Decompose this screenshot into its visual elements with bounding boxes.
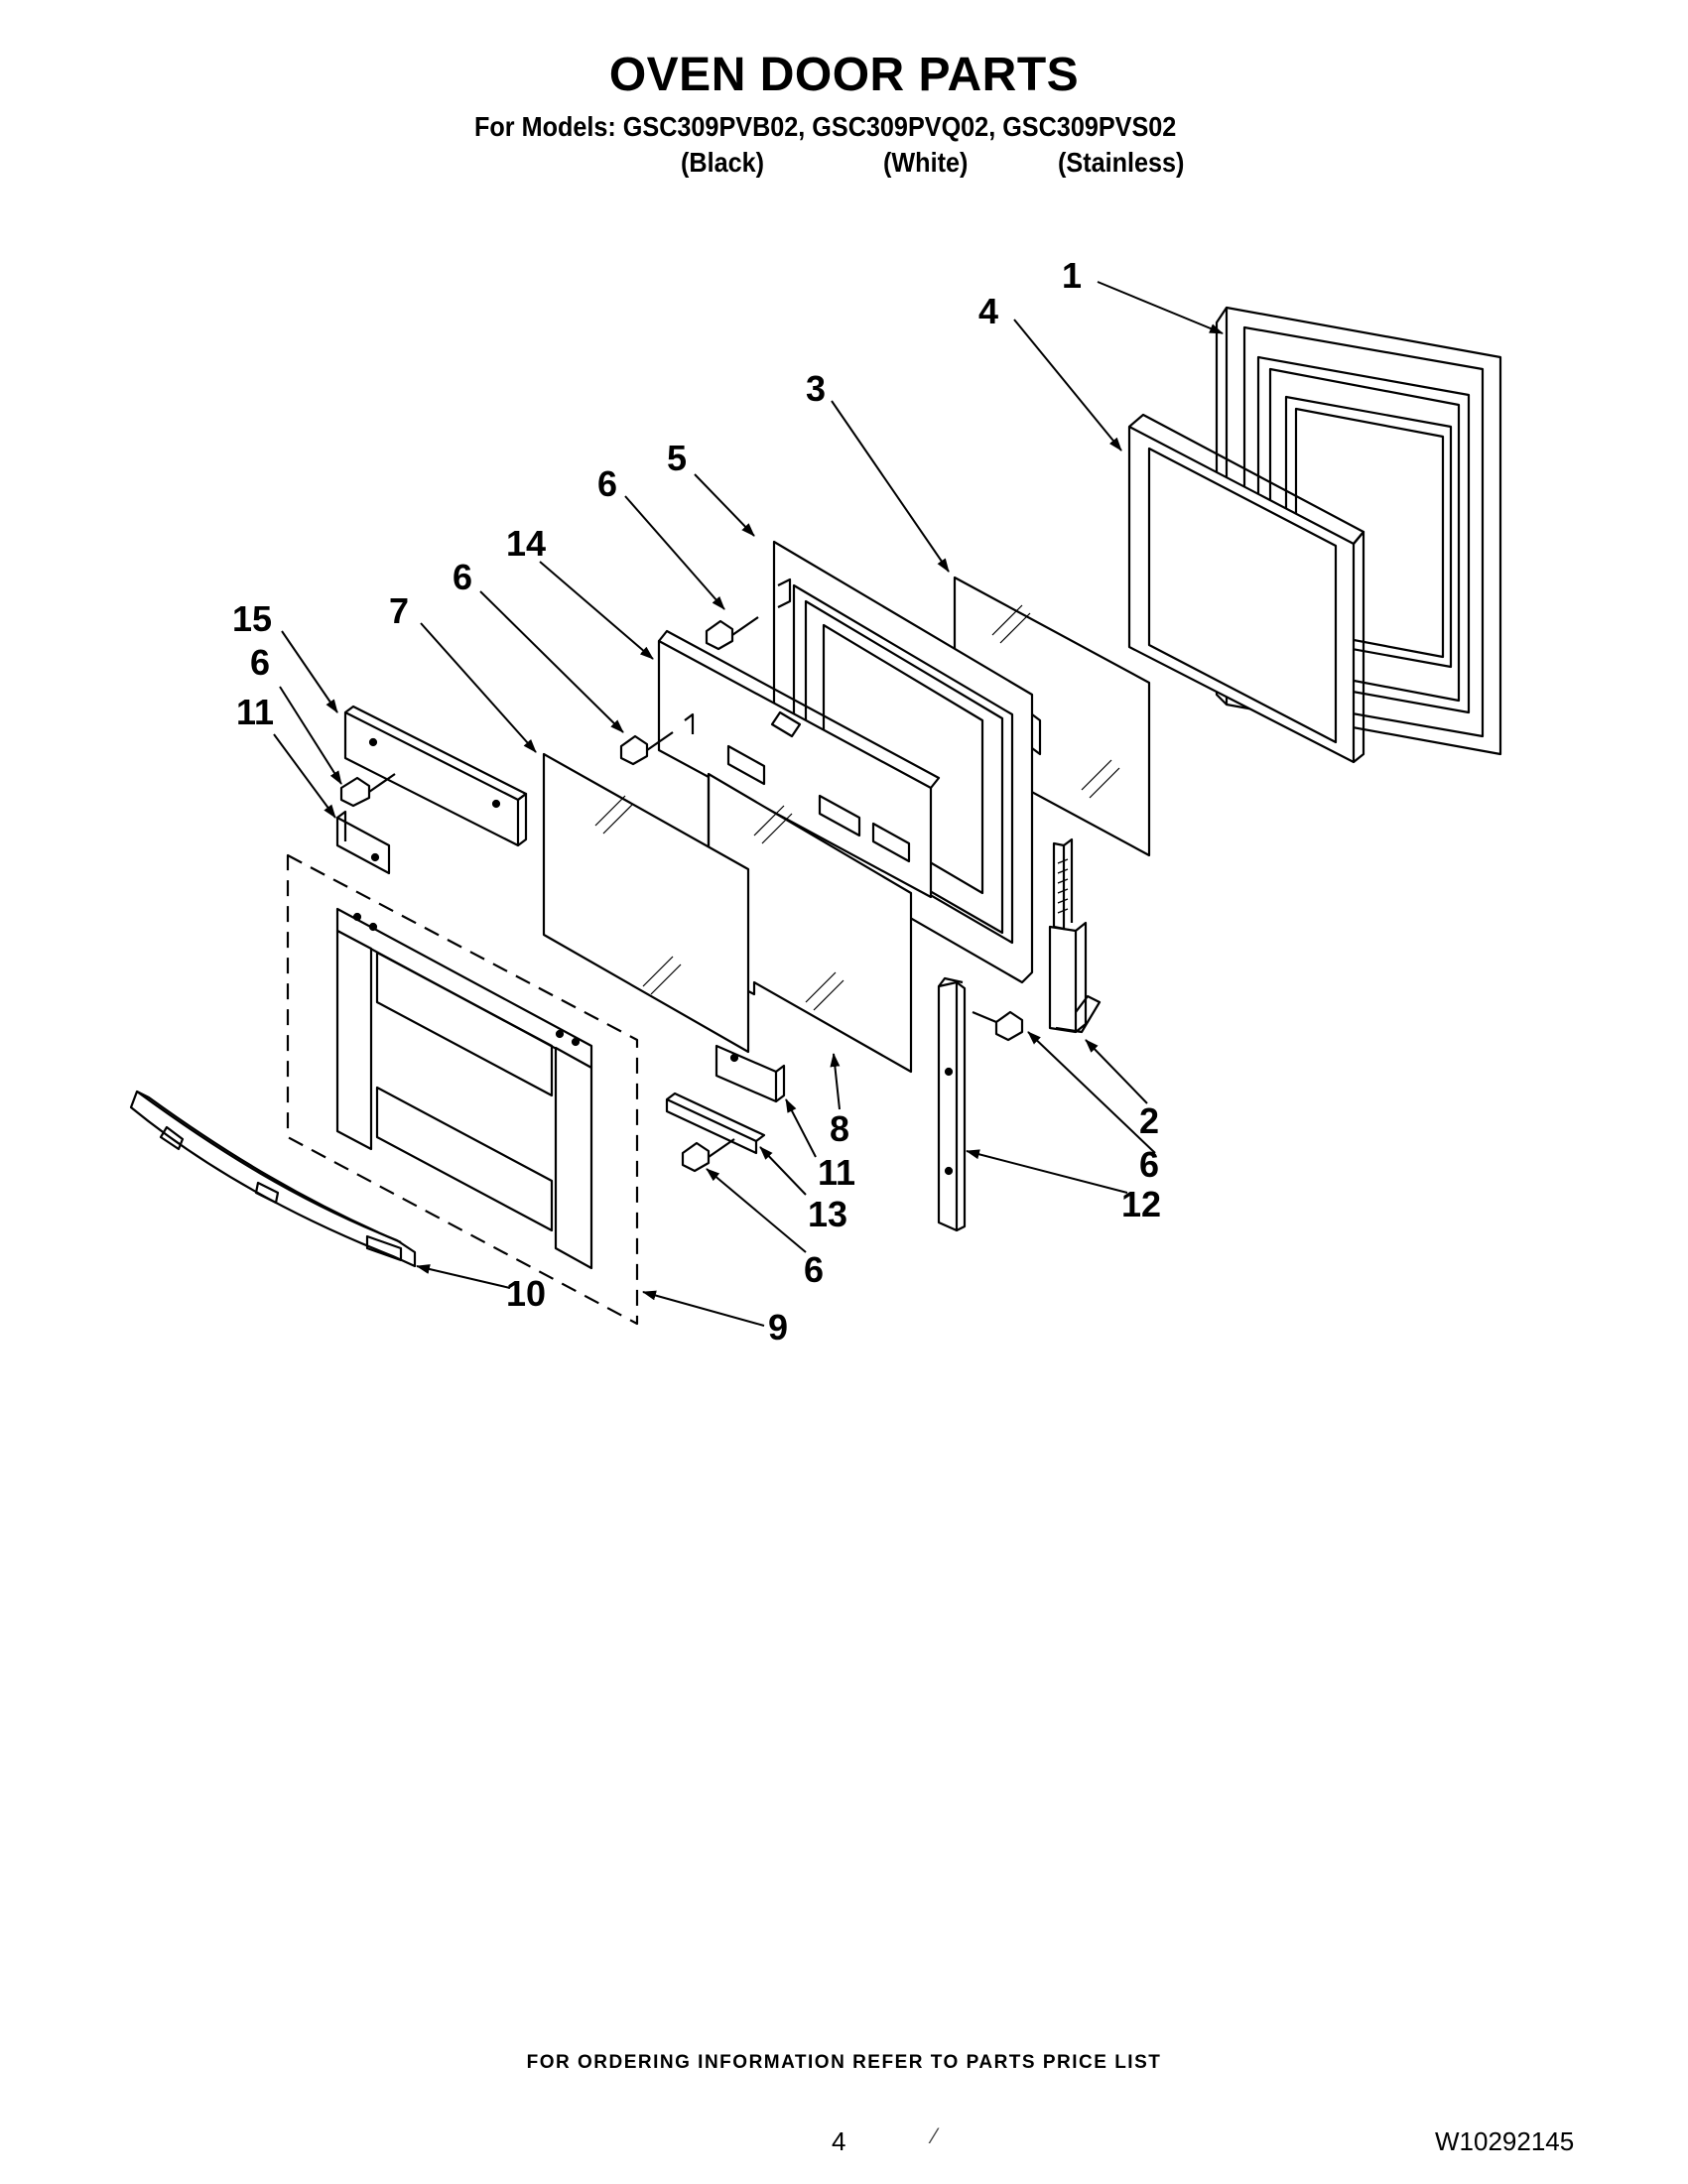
page-mark: ⁄	[933, 2123, 937, 2148]
part-12-hinge-rail	[937, 976, 967, 1232]
color-label-black: (Black)	[681, 147, 765, 178]
callout-6-lower: 6	[804, 1249, 824, 1290]
callout-13: 13	[808, 1194, 847, 1234]
part-14-heat-shield	[657, 629, 941, 899]
callout-4: 4	[978, 291, 998, 331]
callout-11-right: 11	[818, 1152, 855, 1193]
part-2-hinge	[1048, 837, 1102, 1034]
color-label-white: (White)	[883, 147, 969, 178]
callout-12: 12	[1121, 1184, 1161, 1224]
part-10-handle	[129, 1090, 417, 1268]
part-4-door-frame	[1127, 413, 1365, 764]
color-label-stainless: (Stainless)	[1058, 147, 1185, 178]
callout-7: 7	[389, 590, 409, 631]
callout-5: 5	[667, 438, 687, 478]
part-13-hinge-receiver	[665, 1092, 766, 1155]
callout-9: 9	[768, 1307, 788, 1348]
part-11-hinge-bracket-right	[714, 1044, 786, 1103]
callout-3: 3	[806, 368, 826, 409]
screw-lower-center	[681, 1138, 735, 1173]
screw-mid-left	[619, 731, 674, 766]
ordering-note: FOR ORDERING INFORMATION REFER TO PARTS …	[526, 2052, 1162, 2073]
part-11-hinge-bracket-left	[335, 810, 391, 875]
screw-upper-center	[705, 616, 759, 651]
callout-1: 1	[1062, 255, 1082, 296]
document-number: W10292145	[1435, 2126, 1575, 2156]
part-9-door-inner-frame	[335, 907, 593, 1270]
callout-2: 2	[1139, 1100, 1159, 1141]
callout-6-left: 6	[250, 642, 270, 683]
part-9-outer-door-dashed	[286, 853, 639, 1326]
callout-6-right: 6	[1139, 1144, 1159, 1185]
part-7-middle-glass	[542, 752, 750, 1054]
callout-10: 10	[506, 1273, 546, 1314]
part-15-trim-bracket	[343, 705, 528, 847]
callout-15: 15	[232, 598, 272, 639]
models-line: For Models: GSC309PVB02, GSC309PVQ02, GS…	[474, 111, 1177, 142]
callout-11-left: 11	[236, 692, 274, 732]
callout-6-mid: 6	[453, 557, 472, 597]
page-title: OVEN DOOR PARTS	[608, 49, 1080, 101]
screw-right	[972, 1010, 1024, 1042]
screw-left-upper	[339, 773, 396, 808]
callout-6-upper: 6	[597, 463, 617, 504]
page-number: 4	[832, 2126, 846, 2156]
callout-14: 14	[506, 523, 546, 564]
callout-8: 8	[830, 1108, 849, 1149]
